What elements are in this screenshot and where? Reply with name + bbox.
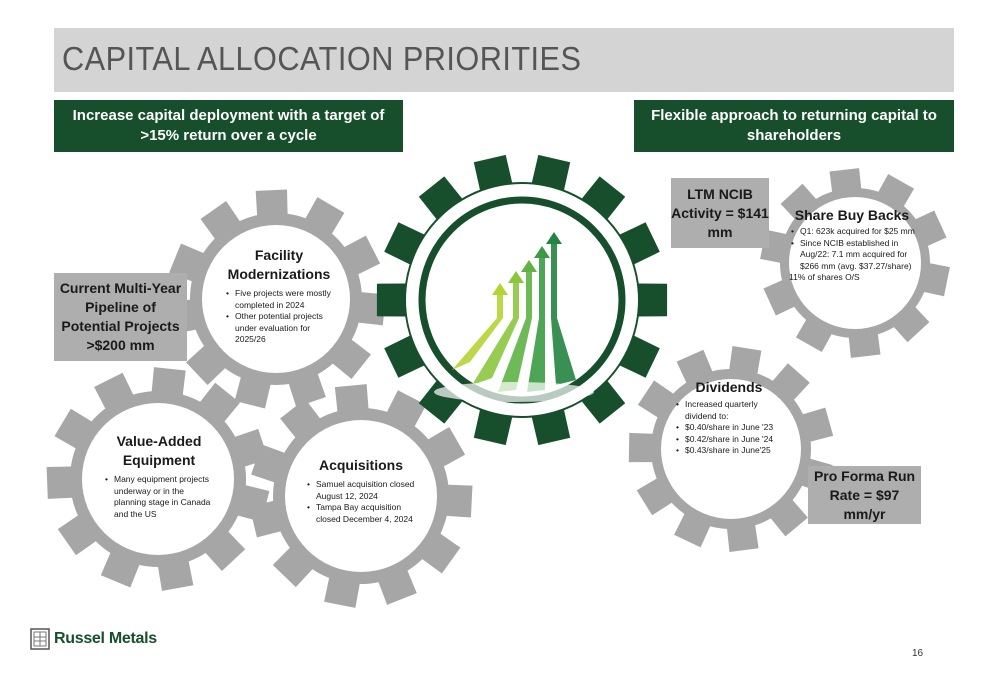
share-buybacks-text: Share Buy Backs Q1: 623k acquired for $2… xyxy=(789,206,915,284)
facility-title: Facility Modernizations xyxy=(227,247,331,282)
logo-text: Russel Metals xyxy=(54,630,157,647)
facility-text: Facility Modernizations Five projects we… xyxy=(224,246,334,346)
growth-arrow-shaft xyxy=(472,281,519,385)
growth-arrow-shaft xyxy=(452,293,503,370)
facility-bullet: Other potential projects under evaluatio… xyxy=(226,311,334,346)
g-center-face xyxy=(406,184,638,416)
growth-arrow-head xyxy=(492,283,508,295)
growth-arrow-head xyxy=(521,260,537,272)
dividends-sub-bullet: $0.42/share in June '24 xyxy=(676,434,784,446)
acquisitions-bullet: Samuel acquisition closed August 12, 202… xyxy=(307,479,417,502)
banner-returning-capital: Flexible approach to returning capital t… xyxy=(634,100,954,152)
dividends-text: Dividends Increased quarterly dividend t… xyxy=(674,378,784,457)
page-number: 16 xyxy=(912,648,924,659)
growth-arrow-shaft xyxy=(498,270,532,392)
growth-arrow-head xyxy=(534,246,550,258)
share-buybacks-bullet: Q1: 623k acquired for $25 mm xyxy=(791,226,915,238)
dividends-sub-bullet: $0.40/share in June '23 xyxy=(676,422,784,434)
share-buybacks-bullet: Since NCIB established in Aug/22: 7.1 mm… xyxy=(791,238,915,273)
proforma-callout: Pro Forma Run Rate = $97 mm/yr xyxy=(808,466,921,524)
growth-arrow-head xyxy=(508,271,524,283)
share-buybacks-title: Share Buy Backs xyxy=(794,207,910,223)
title-bar: CAPITAL ALLOCATION PRIORITIES xyxy=(54,28,954,92)
banner-capital-deployment: Increase capital deployment with a targe… xyxy=(54,100,403,152)
dividends-sub-bullet: $0.43/share in June'25 xyxy=(676,445,784,457)
share-buybacks-note: 11% of shares O/S xyxy=(789,272,860,282)
facility-bullet: Five projects were mostly completed in 2… xyxy=(226,288,334,311)
ncib-callout: LTM NCIB Activity = $141 mm xyxy=(671,178,769,248)
pipeline-callout: Current Multi-Year Pipeline of Potential… xyxy=(54,273,187,361)
growth-arrow-fade xyxy=(434,382,594,402)
dividends-bullet: Increased quarterly dividend to: xyxy=(676,399,784,422)
page-title: CAPITAL ALLOCATION PRIORITIES xyxy=(62,40,582,77)
acquisitions-title: Acquisitions xyxy=(318,457,403,473)
acquisitions-text: Acquisitions Samuel acquisition closed A… xyxy=(305,456,417,525)
russel-metals-logo-icon xyxy=(30,628,50,650)
value-added-bullet: Many equipment projects underway or in t… xyxy=(105,474,215,520)
company-logo: Russel Metals xyxy=(30,628,157,650)
dividends-title: Dividends xyxy=(695,379,763,395)
growth-arrow-shaft xyxy=(527,256,545,392)
value-added-text: Value-Added Equipment Many equipment pro… xyxy=(103,432,215,520)
growth-arrows-icon xyxy=(434,232,594,402)
growth-arrow-shaft xyxy=(551,242,576,385)
value-added-title: Value-Added Equipment xyxy=(116,433,202,468)
acquisitions-bullet: Tampa Bay acquisition closed December 4,… xyxy=(307,502,417,525)
growth-arrow-head xyxy=(546,232,562,244)
